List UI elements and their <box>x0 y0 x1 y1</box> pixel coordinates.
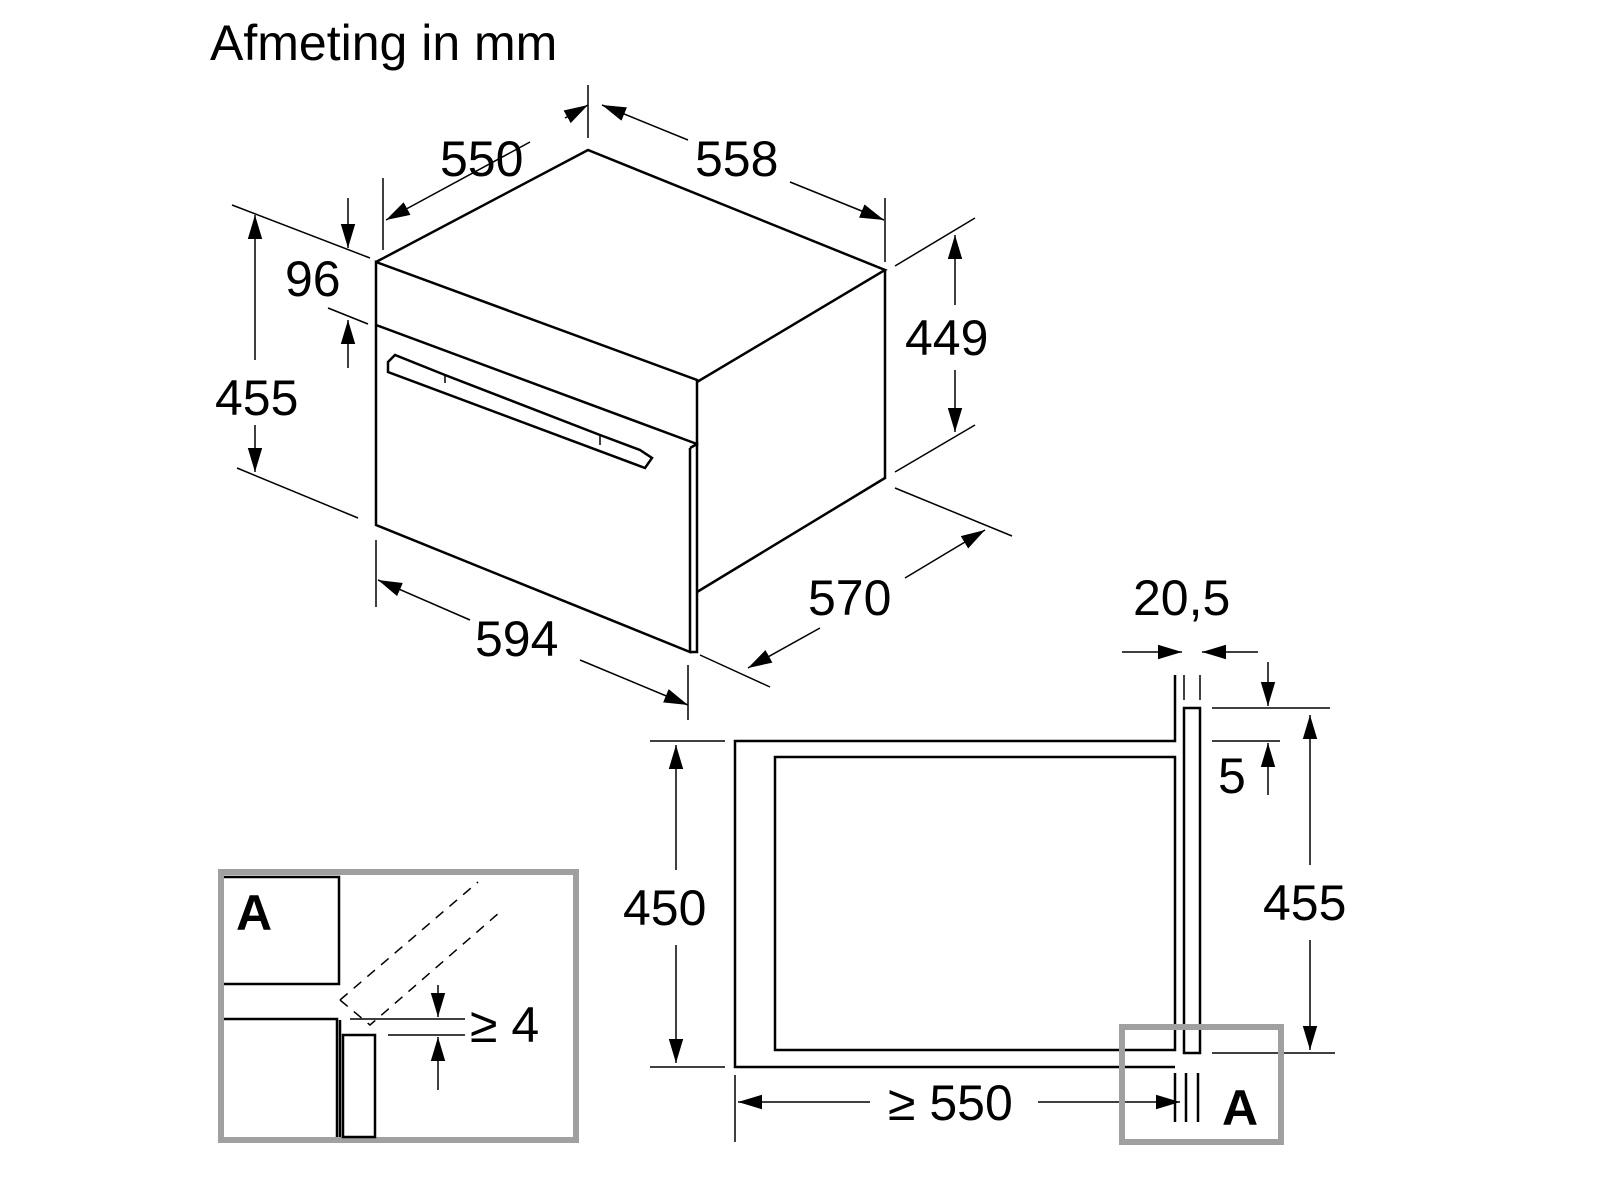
dimension-lines <box>231 85 1013 720</box>
control-panel <box>374 260 699 446</box>
panel-height-label: 96 <box>285 251 341 307</box>
panel-thickness-label: 20,5 <box>1133 570 1230 626</box>
oven-side <box>696 270 887 594</box>
detail-label: A <box>236 885 272 941</box>
page-title: Afmeting in mm <box>210 15 557 71</box>
oven-door <box>374 325 692 654</box>
body-depth-label: 570 <box>808 570 891 626</box>
oven-body-section <box>773 755 1177 1052</box>
detail-a-marker <box>1119 1024 1284 1145</box>
section-height-label: 455 <box>1263 875 1346 931</box>
niche-depth-label: ≥ 550 <box>888 1075 1013 1131</box>
depth-top-label: 550 <box>440 131 523 187</box>
niche-height-label: 450 <box>623 880 706 936</box>
niche-section <box>650 644 1335 1145</box>
detail-gap-label: ≥ 4 <box>470 997 539 1053</box>
detail-a-box <box>218 869 579 1143</box>
width-top-label: 558 <box>695 131 778 187</box>
detail-ref-label: A <box>1222 1080 1258 1136</box>
door-handle <box>386 353 654 470</box>
oven-top <box>375 148 888 384</box>
body-height-label: 449 <box>905 310 988 366</box>
front-width-label: 594 <box>475 611 558 667</box>
front-height-label: 455 <box>215 370 298 426</box>
gap-top-label: 5 <box>1218 748 1246 804</box>
front-panel-section <box>1182 706 1202 1055</box>
oven-isometric <box>374 148 888 654</box>
